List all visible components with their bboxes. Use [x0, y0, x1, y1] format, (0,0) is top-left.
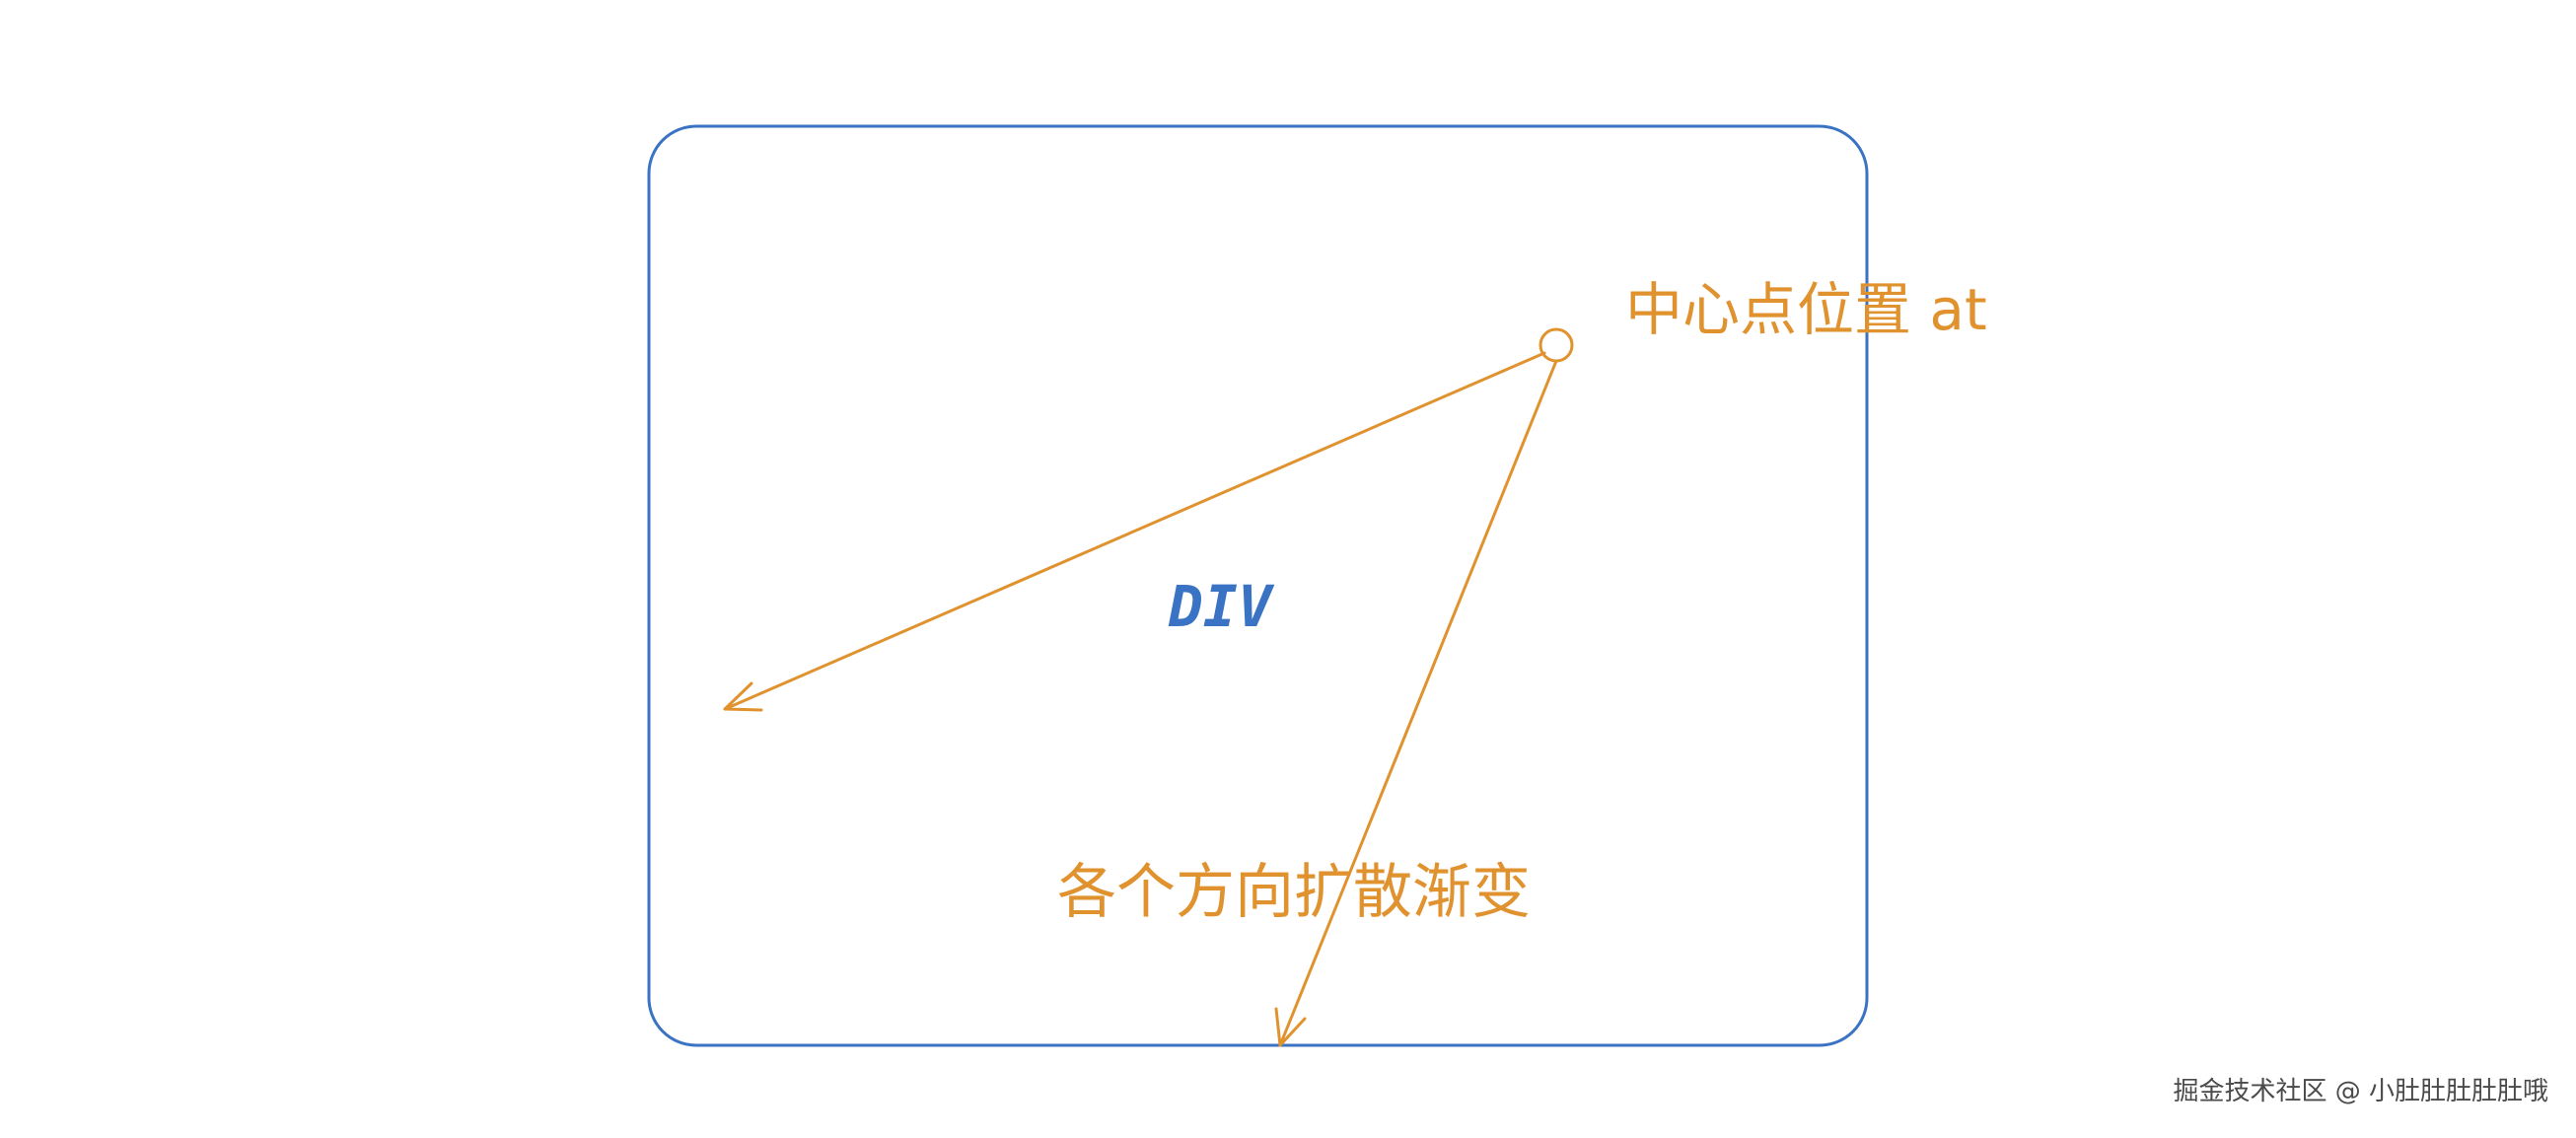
- div-label: DIV: [1169, 573, 1272, 640]
- watermark: 掘金技术社区 @ 小肚肚肚肚肚哦: [2173, 1077, 2548, 1106]
- arrow-down: [1274, 359, 1558, 1047]
- spread-gradient-label: 各个方向扩散渐变: [1057, 858, 1531, 927]
- center-point-circle: [1538, 327, 1574, 363]
- arrow-left: [723, 351, 1546, 712]
- div-box: [647, 124, 1869, 1047]
- center-position-label: 中心点位置 at: [1625, 276, 1987, 343]
